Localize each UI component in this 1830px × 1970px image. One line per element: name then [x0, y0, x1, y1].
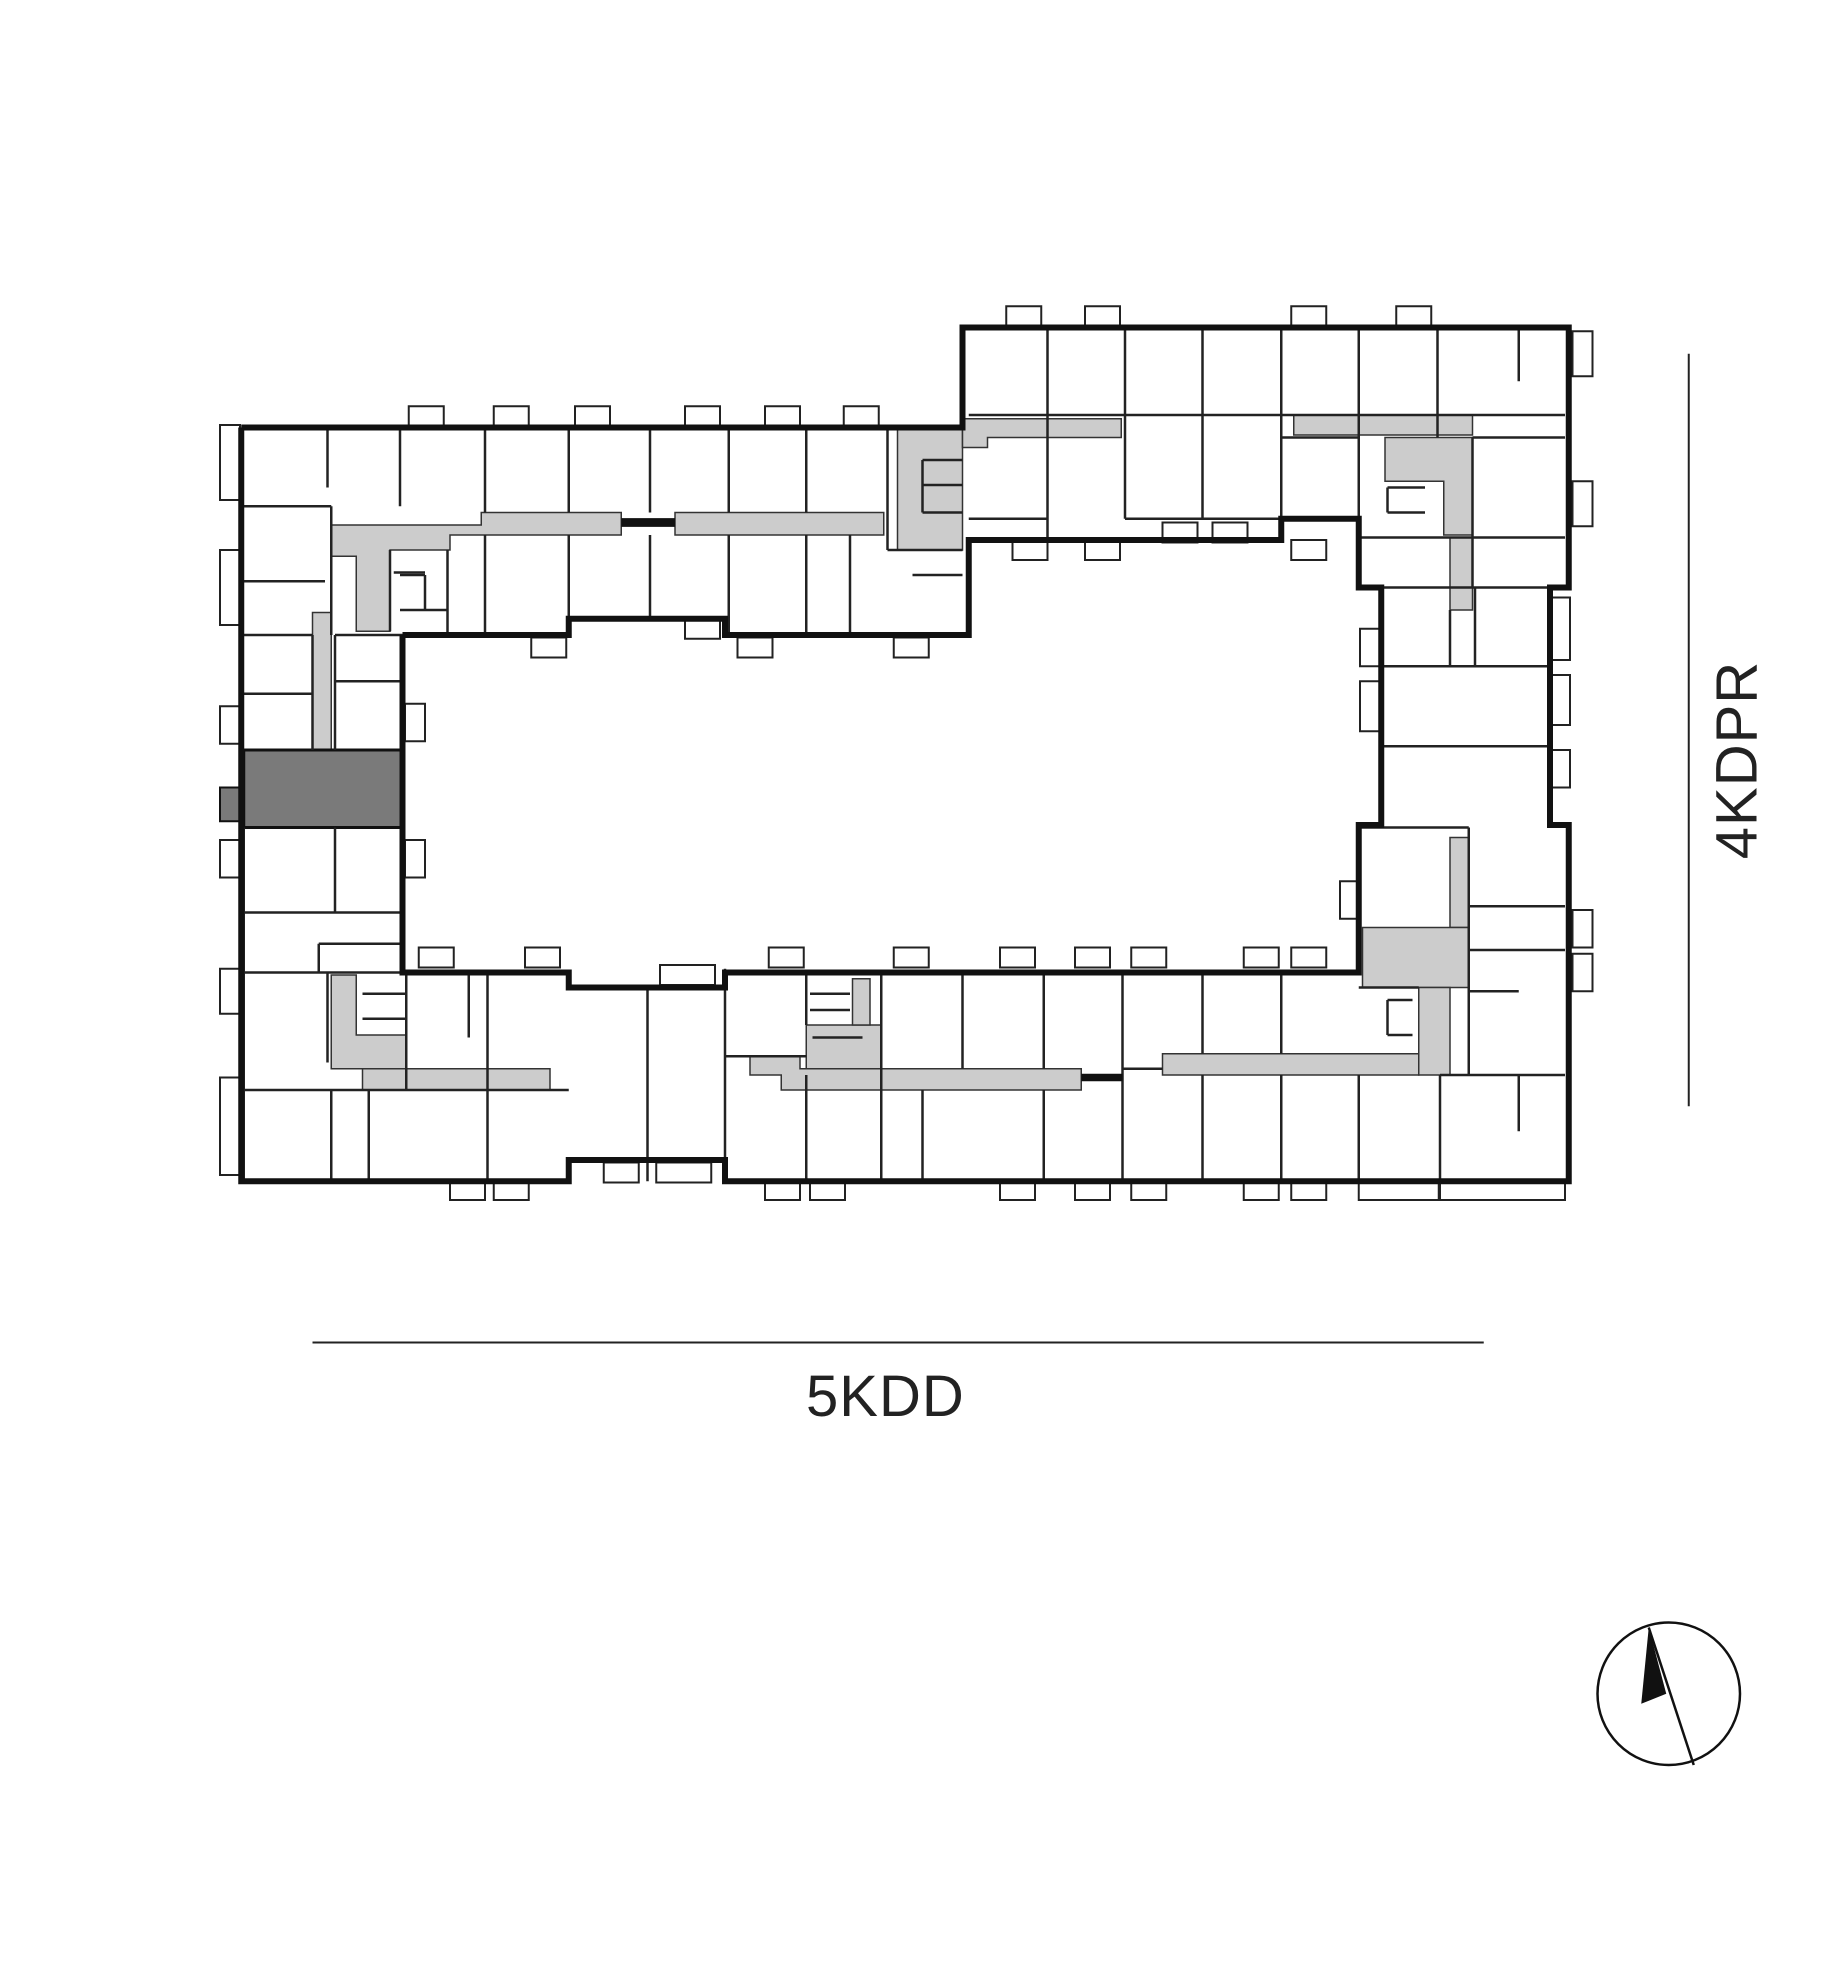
- balcony: [1571, 480, 1594, 528]
- balcony: [492, 405, 530, 428]
- highlighted-unit-block: [242, 748, 404, 829]
- balcony: [1242, 946, 1280, 969]
- balcony: [1571, 952, 1594, 993]
- balcony: [1359, 627, 1381, 668]
- corridor: [896, 426, 964, 551]
- corridors: [311, 414, 1474, 1091]
- balcony: [219, 549, 241, 626]
- balcony: [1074, 946, 1111, 969]
- corridor: [1449, 836, 1470, 929]
- balcony: [1084, 305, 1121, 328]
- balcony: [1359, 680, 1381, 733]
- horizontal-dimension-label: 5KDD: [806, 1364, 965, 1429]
- highlighted-unit-balcony: [219, 786, 243, 823]
- corridor: [674, 511, 885, 536]
- north-arrow-icon: [1596, 1621, 1742, 1767]
- corridor: [961, 418, 1122, 449]
- balcony: [219, 705, 241, 745]
- balcony: [1290, 946, 1328, 969]
- compass-circle: [1596, 1621, 1742, 1767]
- compass-needle: [1647, 1627, 1695, 1766]
- balcony: [404, 839, 426, 879]
- balconies: [219, 305, 1594, 1201]
- balcony: [1005, 305, 1043, 328]
- exterior-walls: [238, 324, 1572, 1185]
- balcony: [892, 636, 930, 659]
- corridor: [1418, 986, 1451, 1076]
- balcony: [1130, 946, 1168, 969]
- corridor: [1161, 1053, 1420, 1076]
- balcony: [842, 405, 880, 428]
- balcony: [655, 1161, 713, 1184]
- balcony: [524, 946, 561, 969]
- corridor: [1361, 926, 1470, 989]
- balcony: [1571, 330, 1594, 378]
- balcony: [574, 405, 611, 428]
- corridor: [1293, 414, 1474, 436]
- balcony: [1571, 909, 1594, 949]
- balcony: [1395, 305, 1433, 328]
- corridor: [851, 978, 871, 1026]
- balcony: [219, 424, 241, 501]
- corridor: [749, 1055, 1082, 1091]
- balcony: [736, 636, 774, 659]
- balcony: [404, 702, 426, 743]
- balcony: [219, 839, 241, 879]
- highlighted-unit: [219, 748, 404, 829]
- balcony: [219, 1076, 241, 1176]
- exterior-wall: [238, 324, 1572, 1185]
- balcony: [764, 405, 801, 428]
- balcony: [684, 405, 721, 428]
- corridor: [330, 511, 622, 632]
- balcony: [417, 946, 455, 969]
- corridor: [361, 1068, 551, 1091]
- balcony: [659, 964, 716, 986]
- balcony: [999, 946, 1036, 969]
- compass-arrowhead: [1641, 1627, 1667, 1704]
- corridor: [311, 611, 332, 751]
- corridor: [1449, 536, 1474, 611]
- balcony: [1290, 305, 1328, 328]
- corridor: [330, 974, 407, 1070]
- balcony: [602, 1161, 640, 1184]
- balcony: [1290, 539, 1328, 561]
- dimension-lines: [312, 353, 1690, 1344]
- balcony: [407, 405, 445, 428]
- balcony: [892, 946, 930, 969]
- balcony: [530, 636, 568, 659]
- exterior-wall: [399, 515, 1385, 991]
- balcony: [767, 946, 805, 969]
- vertical-dimension-label: 4KDPR: [1704, 660, 1770, 860]
- corridor: [805, 1024, 882, 1070]
- balcony: [219, 967, 241, 1015]
